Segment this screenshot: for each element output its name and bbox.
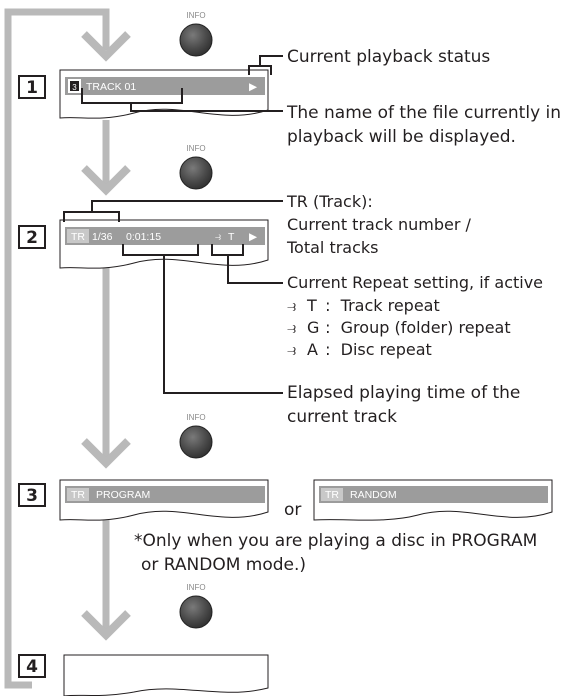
step-1-box: 1 bbox=[18, 75, 46, 99]
leader-elapsed bbox=[122, 244, 283, 394]
svg-text:INFO: INFO bbox=[186, 144, 205, 153]
leader-track bbox=[63, 200, 283, 222]
annotation-elapsed-line1: Elapsed playing time of the bbox=[287, 383, 520, 403]
osd-screen-2: TR 1/36 0:01:15 ⥽ T ▶ bbox=[59, 219, 269, 269]
svg-text:INFO: INFO bbox=[186, 11, 205, 20]
osd-track-text: TRACK 01 bbox=[86, 81, 136, 93]
annotation-tr-line1: TR (Track): bbox=[286, 192, 373, 211]
step-2-box: 2 bbox=[18, 225, 46, 249]
arrow-down-icon bbox=[81, 12, 131, 62]
repeat-legend-group: ⥽ G : Group (folder) repeat bbox=[287, 318, 511, 337]
annotation-file-name-line2: playback will be displayed. bbox=[287, 127, 516, 147]
info-button[interactable]: INFO bbox=[179, 11, 213, 57]
repeat-legend-track: ⥽ T : Track repeat bbox=[287, 296, 440, 315]
svg-text:: Track repeat: : Track repeat bbox=[320, 296, 440, 315]
annotation-tr-line3: Total tracks bbox=[286, 238, 379, 257]
step-4-box: 4 bbox=[18, 654, 46, 678]
play-icon: ▶ bbox=[249, 81, 258, 93]
disc-icon: 3 bbox=[68, 79, 81, 93]
svg-text:1: 1 bbox=[26, 78, 38, 98]
svg-text:: Group (folder) repeat: : Group (folder) repeat bbox=[320, 318, 511, 337]
osd-random-text: RANDOM bbox=[350, 489, 397, 501]
step-3-box: 3 bbox=[18, 483, 46, 507]
arrow-down-icon bbox=[81, 520, 131, 641]
annotation-playback-status: Current playback status bbox=[287, 47, 490, 67]
osd-screen-random: TR RANDOM bbox=[313, 479, 553, 521]
tr-badge-text: TR bbox=[325, 489, 339, 501]
osd-repeat-letter: T bbox=[228, 231, 235, 243]
osd-program-text: PROGRAM bbox=[96, 489, 150, 501]
repeat-icon: ⥽ bbox=[287, 296, 296, 315]
svg-text:4: 4 bbox=[26, 657, 38, 677]
arrow-down-icon bbox=[81, 268, 131, 469]
leader-file-name bbox=[81, 88, 283, 112]
info-button[interactable]: INFO bbox=[179, 413, 213, 459]
tr-badge-text: TR bbox=[71, 231, 85, 243]
arrow-down-icon bbox=[81, 120, 131, 196]
osd-elapsed-time: 0:01:15 bbox=[126, 231, 161, 243]
annotation-repeat-title: Current Repeat setting, if active bbox=[287, 273, 543, 292]
annotation-elapsed-line2: current track bbox=[287, 407, 397, 427]
leader-repeat bbox=[211, 244, 283, 284]
note-line1: *Only when you are playing a disc in PRO… bbox=[134, 531, 537, 551]
leader-playback-status bbox=[248, 55, 283, 75]
info-button[interactable]: INFO bbox=[179, 144, 213, 190]
svg-text:3: 3 bbox=[26, 486, 38, 506]
note-line2: or RANDOM mode.) bbox=[141, 555, 306, 575]
repeat-icon: ⥽ bbox=[287, 318, 296, 337]
or-label: or bbox=[284, 500, 301, 520]
annotation-file-name-line1: The name of the file currently in bbox=[286, 103, 561, 123]
svg-text:: Disc repeat: : Disc repeat bbox=[320, 340, 432, 359]
svg-text:INFO: INFO bbox=[186, 413, 205, 422]
svg-text:G: G bbox=[307, 318, 319, 337]
repeat-icon: ⥽ bbox=[215, 231, 221, 243]
svg-text:INFO: INFO bbox=[186, 583, 205, 592]
osd-track-number: 1/36 bbox=[92, 231, 113, 243]
repeat-legend-disc: ⥽ A : Disc repeat bbox=[287, 340, 432, 359]
annotation-tr-line2: Current track number / bbox=[287, 215, 472, 234]
tr-badge-text: TR bbox=[71, 489, 85, 501]
play-icon: ▶ bbox=[249, 231, 258, 243]
repeat-icon: ⥽ bbox=[287, 340, 296, 359]
svg-text:T: T bbox=[306, 296, 317, 315]
info-button[interactable]: INFO bbox=[179, 583, 213, 629]
osd-screen-program: TR PROGRAM bbox=[59, 479, 269, 521]
svg-text:2: 2 bbox=[26, 228, 38, 248]
svg-text:A: A bbox=[307, 340, 318, 359]
svg-text:3: 3 bbox=[72, 83, 77, 92]
osd-screen-blank bbox=[63, 654, 269, 696]
tr-badge bbox=[67, 229, 89, 243]
